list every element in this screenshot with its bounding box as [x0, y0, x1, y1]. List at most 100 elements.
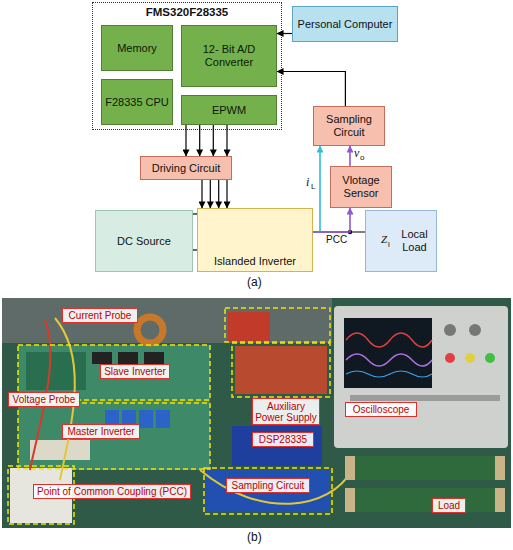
node-text: DSP28335 — [259, 434, 307, 445]
node-text: FMS320F28335 — [146, 6, 228, 19]
node-text: Current Probe — [69, 310, 132, 321]
node-text: EPWM — [212, 104, 246, 117]
pcb-board — [228, 312, 270, 342]
resistor-end — [345, 456, 355, 480]
photo-callout: Current Probe — [62, 308, 138, 323]
connector-line — [210, 180, 211, 208]
node-text: Driving Circuit — [152, 162, 220, 175]
node-text: Personal Computer — [298, 18, 393, 31]
knob — [444, 324, 456, 336]
node-text: 12- Bit A/D Converter — [182, 43, 276, 68]
pcb-part — [118, 352, 138, 364]
inverter-box: Islanded Inverter — [197, 208, 313, 272]
connector — [313, 208, 350, 232]
node-text: Oscilloscope — [353, 404, 410, 415]
signal-subscript: L — [311, 183, 315, 191]
connector — [350, 146, 351, 166]
node-text: Auxiliary Power Supply — [255, 401, 317, 423]
oscilloscope-screen — [344, 318, 432, 388]
bench-shelf — [2, 298, 332, 343]
dashed-outline — [18, 403, 210, 469]
waveform — [346, 354, 432, 366]
node-text: Master Inverter — [67, 426, 134, 437]
power-supply-board — [235, 346, 327, 394]
knob — [445, 353, 455, 363]
photo-callout: Slave Inverter — [100, 364, 170, 379]
mcu-block: Memory — [101, 25, 173, 71]
signal-name: v — [354, 147, 359, 159]
resistor-end — [495, 456, 505, 480]
resistor-end — [345, 488, 355, 512]
dashed-outline — [232, 343, 330, 397]
mcu-block: 12- Bit A/D Converter — [181, 25, 277, 87]
node-name: PCC — [326, 235, 347, 245]
toroid-inductor — [137, 317, 163, 343]
photo-callout: Sampling Circuit — [226, 478, 310, 493]
oscilloscope-body — [334, 306, 508, 448]
photo-callout: Load — [432, 498, 466, 513]
junction-dot — [348, 230, 352, 234]
node-text: DC Source — [117, 235, 171, 248]
inverter-board — [18, 345, 210, 470]
node-text: Voltage Probe — [13, 394, 76, 405]
connector-line — [277, 72, 345, 107]
photo-callout: Master Inverter — [62, 424, 140, 439]
source-box: DC Source — [95, 210, 193, 272]
node-text: Islanded Inverter — [214, 255, 296, 268]
subfigure-label: (b) — [247, 531, 262, 543]
impedance-name: Z — [381, 234, 387, 245]
waveform — [346, 371, 432, 377]
connector-line — [313, 231, 365, 232]
load-resistor — [345, 488, 505, 512]
controller-board: FMS320F28335Memory 12- Bit A/D ConverterF… — [92, 2, 282, 130]
knob — [485, 353, 495, 363]
connector-line — [349, 146, 351, 166]
dashed-outline — [225, 308, 330, 342]
dsp-board — [232, 426, 322, 466]
load-box: Local Load — [365, 210, 437, 272]
mcu-block: EPWM — [181, 95, 277, 125]
highlight-outlines — [8, 308, 332, 524]
photo-callout: Auxiliary Power Supply — [252, 398, 320, 425]
photo-callout: DSP28335 — [252, 432, 314, 447]
photo-callout: Voltage Probe — [8, 392, 80, 407]
node-text: F28335 CPU — [105, 96, 169, 109]
node-text: Sampling Circuit — [232, 480, 305, 491]
load-resistor — [345, 456, 505, 480]
photo-callout: Oscilloscope — [345, 402, 417, 417]
dashed-outline — [204, 468, 332, 514]
computer-box: Personal Computer — [292, 6, 398, 42]
connector — [277, 72, 345, 107]
relay — [156, 410, 170, 428]
pcb-part — [144, 352, 164, 364]
node-text: Local Load — [396, 228, 433, 253]
photo-background — [2, 298, 511, 528]
photo-callout: Point of Common Coupling (PCC) — [33, 484, 191, 499]
node-text: Slave Inverter — [104, 366, 166, 377]
connector-line — [226, 180, 227, 208]
waveform — [346, 333, 432, 347]
process-box: Sampling Circuit — [313, 106, 385, 146]
connector — [313, 232, 365, 233]
node-text: Vlotage Sensor — [331, 174, 391, 199]
connector-line — [218, 180, 219, 208]
signal-subscript: o — [360, 154, 364, 162]
connector — [202, 180, 227, 208]
oscilloscope-panel — [350, 395, 500, 401]
mcu-block: F28335 CPU — [101, 79, 173, 125]
connector-line — [313, 208, 350, 232]
node-text: Point of Common Coupling (PCC) — [37, 486, 187, 497]
knob — [465, 353, 475, 363]
pcb-part — [26, 352, 86, 390]
impedance-subscript: l — [388, 241, 390, 249]
knob — [469, 324, 481, 336]
pcb-part — [92, 352, 112, 364]
node-text: Sampling Circuit — [314, 113, 384, 138]
signal-name: i — [306, 176, 309, 188]
sampling-board — [206, 470, 330, 512]
connector-line — [201, 180, 202, 208]
pcb-part — [30, 440, 90, 460]
load-cable — [200, 470, 352, 504]
process-box: Vlotage Sensor — [330, 166, 392, 208]
